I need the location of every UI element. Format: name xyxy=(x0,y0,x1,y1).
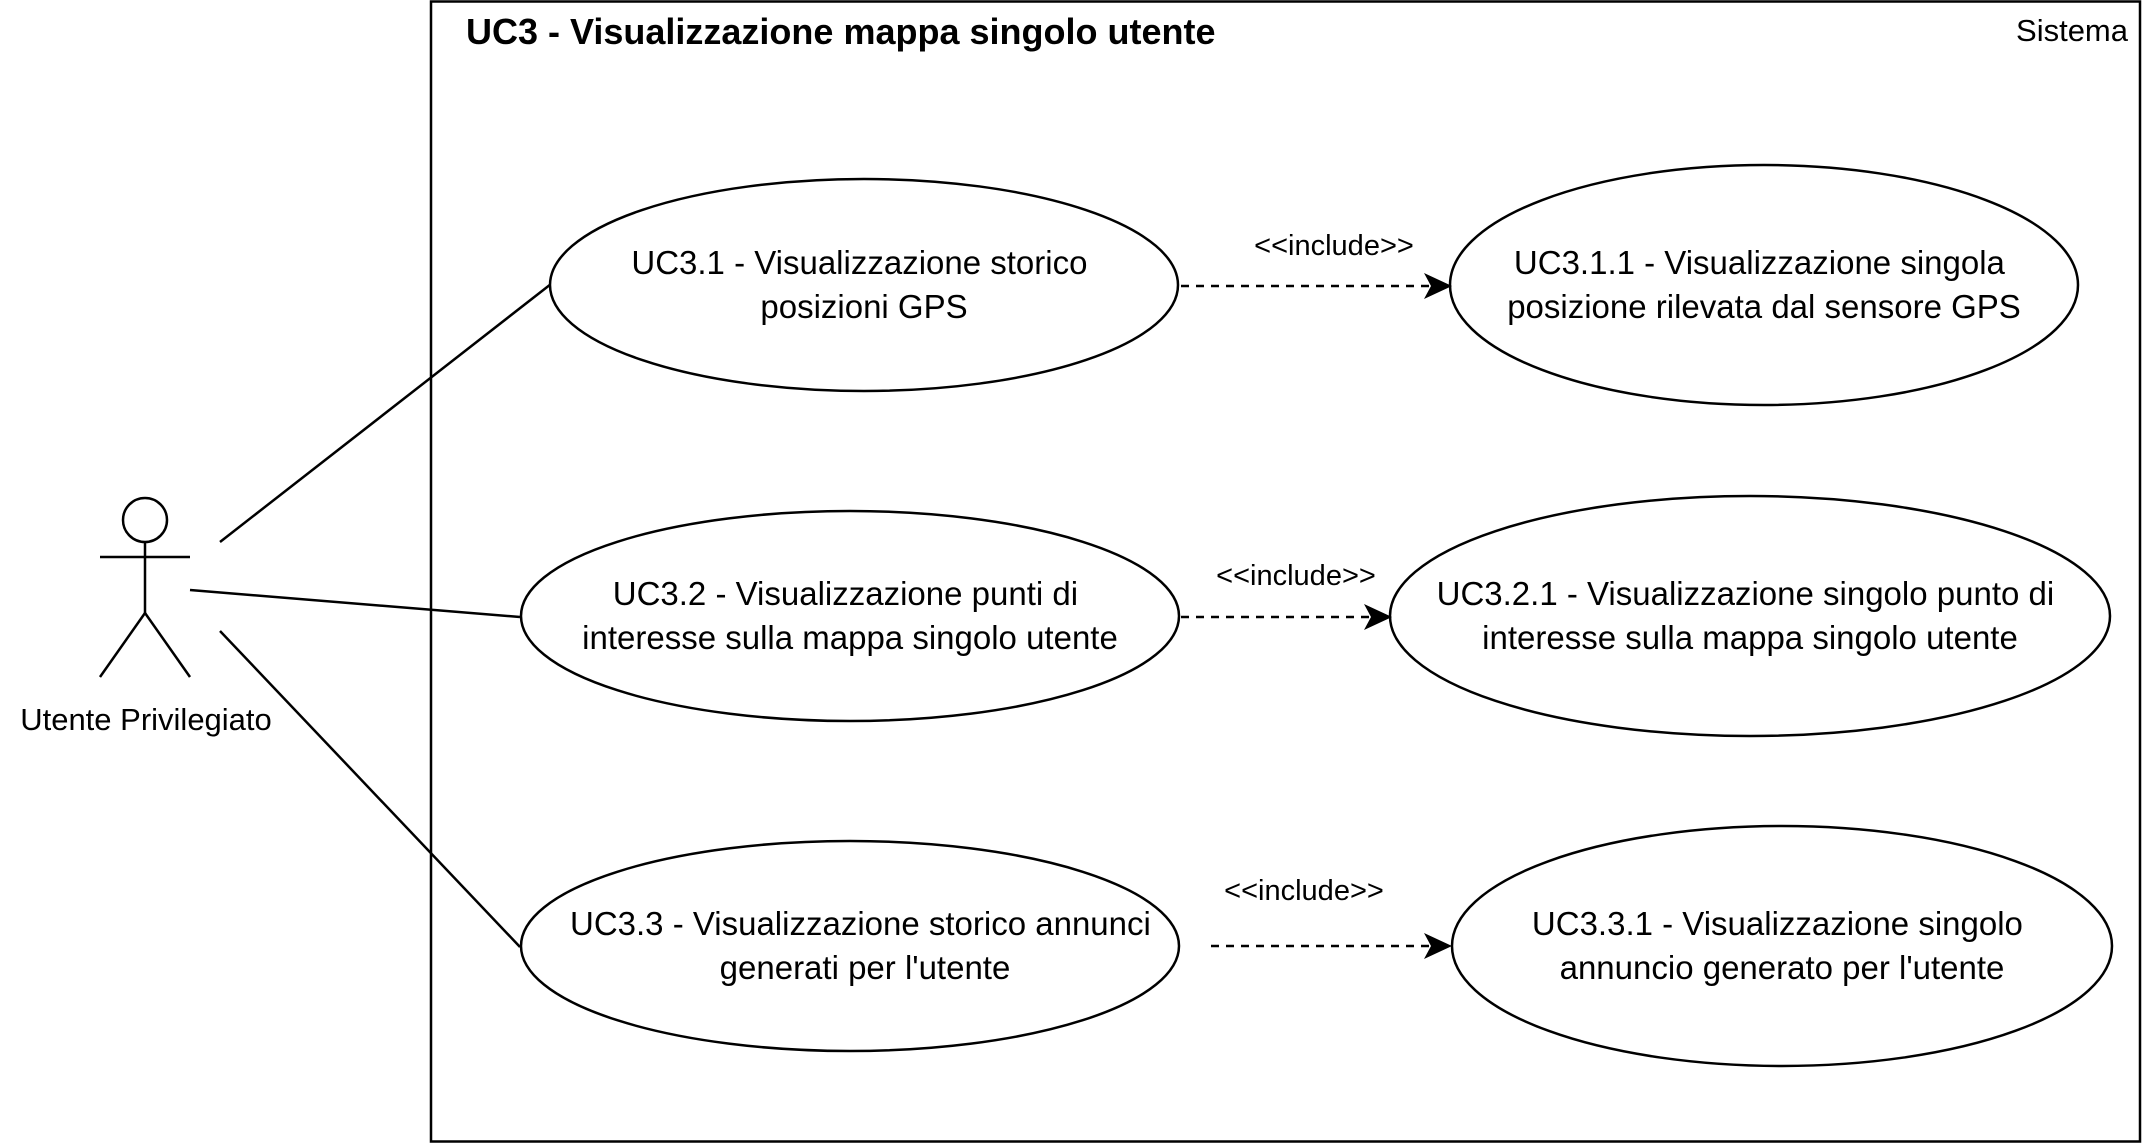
association-uc3-3 xyxy=(219,630,521,948)
use-case-uc3-2-label: UC3.2 - Visualizzazione punti di interes… xyxy=(582,575,1118,656)
use-case-uc3-1 xyxy=(548,177,1180,393)
include-label-uc3-3: <<include>> xyxy=(1224,875,1384,907)
use-case-uc3-3-1-label: UC3.3.1 - Visualizzazione singolo annunc… xyxy=(1532,905,2032,986)
actor-label: Utente Privilegiato xyxy=(20,702,272,737)
include-arrowhead-uc3-1 xyxy=(1424,273,1452,299)
use-case-uc3-3-1 xyxy=(1450,824,2114,1068)
actor-head xyxy=(121,496,169,544)
use-case-uc3-1-1 xyxy=(1448,163,2080,407)
association-uc3-2 xyxy=(189,588,521,619)
use-case-uc3-1-label: UC3.1 - Visualizzazione storico posizion… xyxy=(631,244,1096,325)
include-label-uc3-2: <<include>> xyxy=(1216,560,1376,592)
system-title: UC3 - Visualizzazione mappa singolo uten… xyxy=(466,11,1215,52)
actor-left-leg xyxy=(98,612,147,678)
use-case-uc3-3-label: UC3.3 - Visualizzazione storico annunci … xyxy=(570,905,1160,986)
use-case-uc3-2 xyxy=(519,509,1181,723)
include-label-uc3-1: <<include>> xyxy=(1254,230,1414,262)
actor-figure xyxy=(98,496,192,678)
use-case-uc3-3 xyxy=(519,839,1181,1053)
include-arrowhead-uc3-2 xyxy=(1364,604,1392,630)
include-arrowhead-uc3-3 xyxy=(1424,933,1452,959)
association-uc3-1 xyxy=(219,283,552,543)
use-case-uc3-2-1 xyxy=(1388,494,2112,738)
system-label: Sistema xyxy=(2016,13,2129,48)
actor-right-leg xyxy=(143,612,192,678)
use-case-uc3-2-1-label: UC3.2.1 - Visualizzazione singolo punto … xyxy=(1437,575,2064,656)
use-case-uc3-1-1-label: UC3.1.1 - Visualizzazione singola posizi… xyxy=(1507,244,2021,325)
